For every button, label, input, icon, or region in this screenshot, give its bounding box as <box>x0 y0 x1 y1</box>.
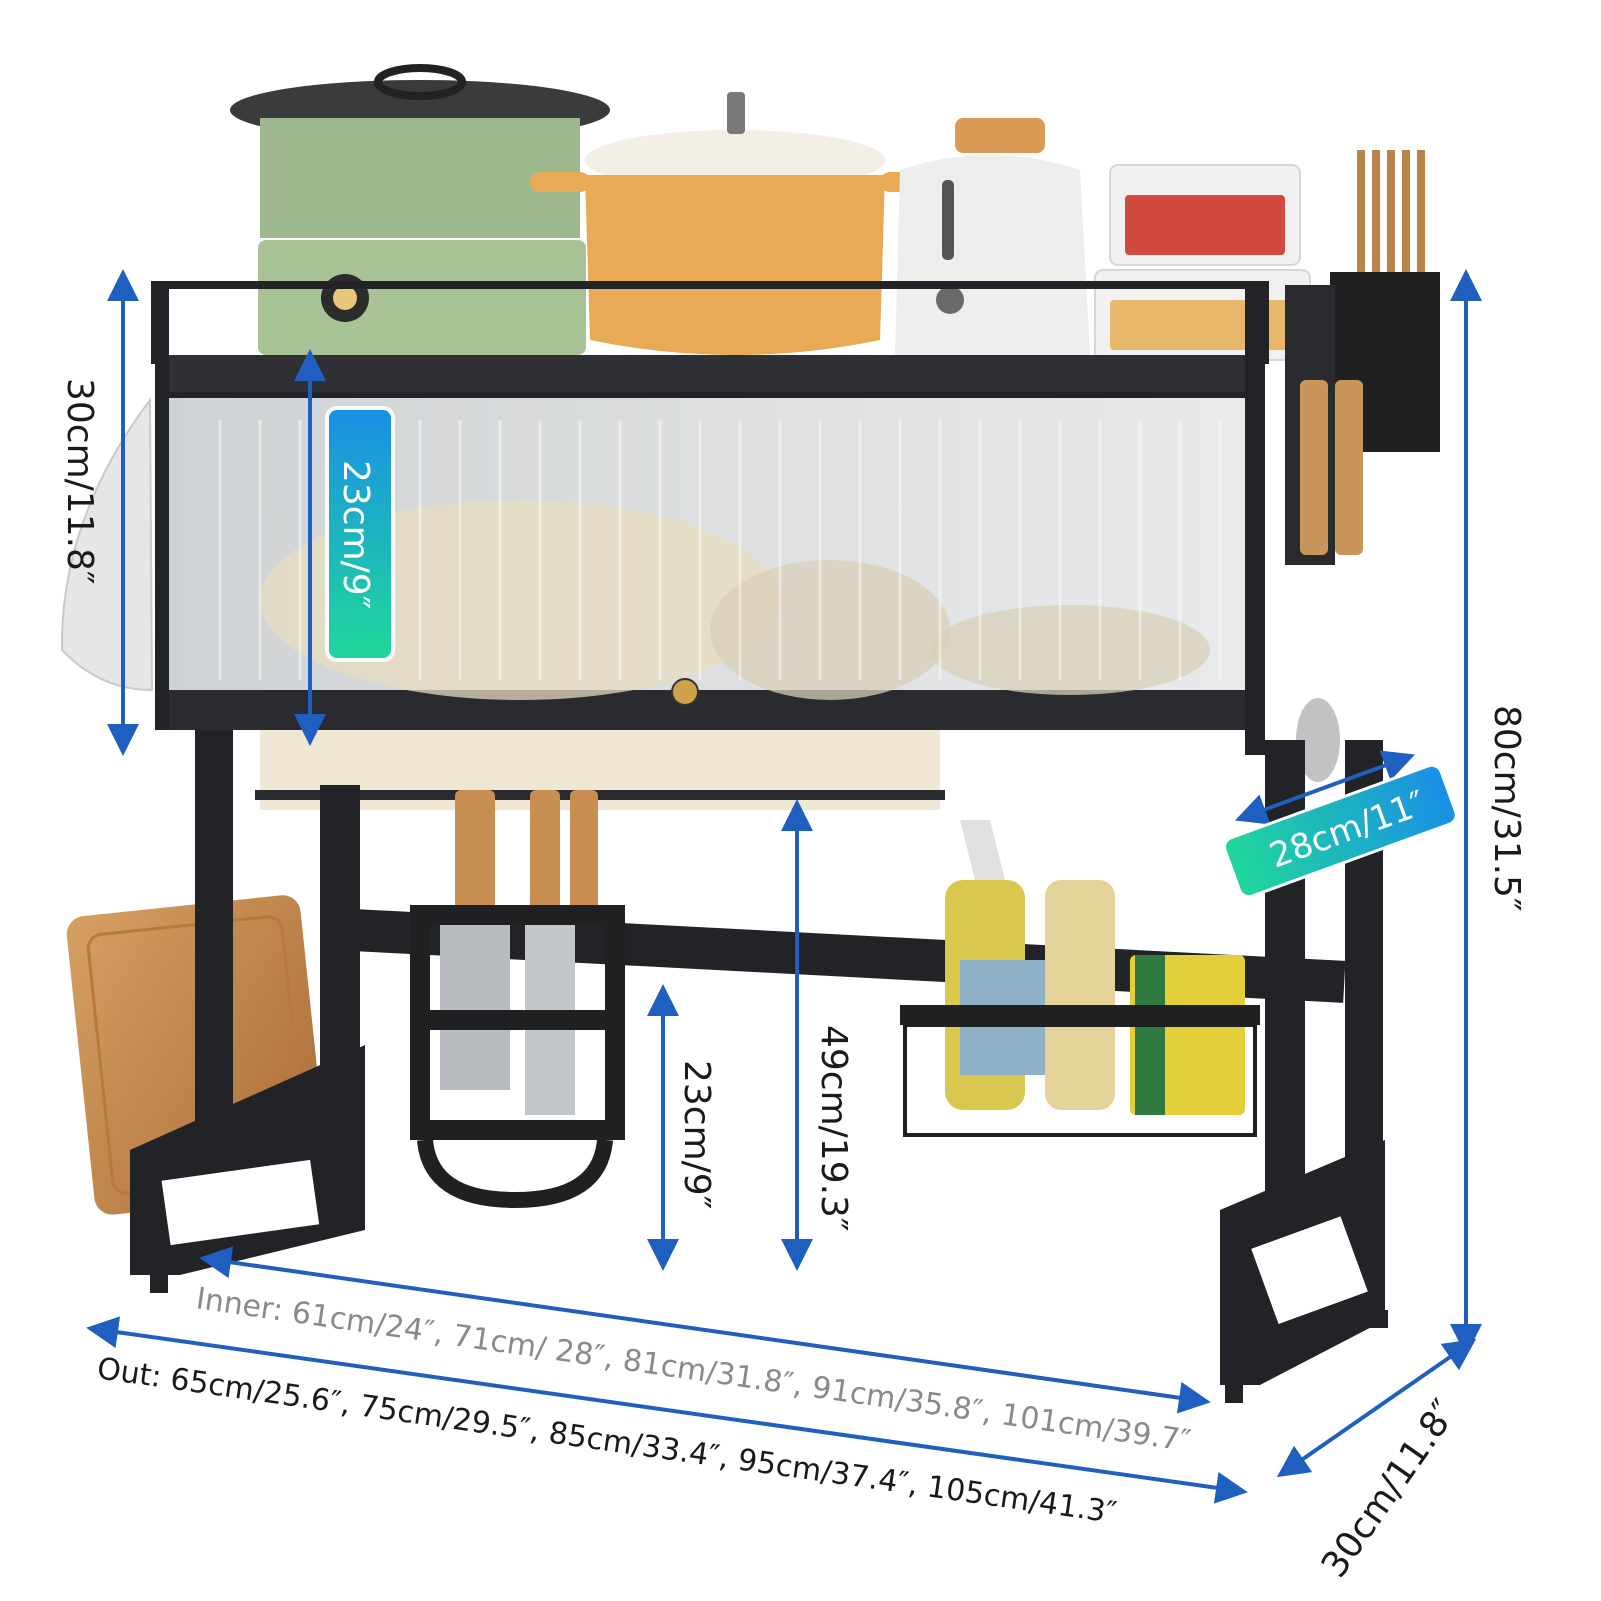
green-pot <box>230 64 610 355</box>
toaster <box>895 118 1090 355</box>
base-depth-label: 30cm/11.8″ <box>1314 1393 1466 1586</box>
inner-width-label: Inner: 61cm/24″, 71cm/ 28″, 81cm/31.8″, … <box>194 1281 1193 1459</box>
outer-width-arrow <box>86 1316 1248 1504</box>
clearance-height-label: 49cm/19.3″ <box>813 1025 854 1231</box>
outer-width-label: Out: 65cm/25.6″, 75cm/29.5″, 85cm/33.4″,… <box>95 1351 1119 1531</box>
utensil-holder <box>1285 272 1440 782</box>
dimension-arrows <box>86 269 1482 1504</box>
depth-badge <box>1222 763 1458 899</box>
inner-height-badge <box>325 406 395 662</box>
food-containers <box>1094 164 1311 361</box>
chopsticks <box>1357 150 1425 280</box>
cabinet-height-label: 30cm/11.8″ <box>59 378 100 584</box>
lower-dish-rack <box>255 730 945 810</box>
cabinet-depth-arrow <box>1234 750 1416 825</box>
total-height-label: 80cm/31.5″ <box>1486 705 1527 911</box>
inner-shelf-height-label: 23cm/9″ <box>335 460 376 609</box>
base-depth-arrow <box>1276 1338 1477 1478</box>
lower-clearance-label: 23cm/9″ <box>676 1060 717 1209</box>
cleaning-basket <box>900 820 1260 1137</box>
yellow-casserole <box>530 92 920 355</box>
knife-holder <box>410 790 625 1209</box>
